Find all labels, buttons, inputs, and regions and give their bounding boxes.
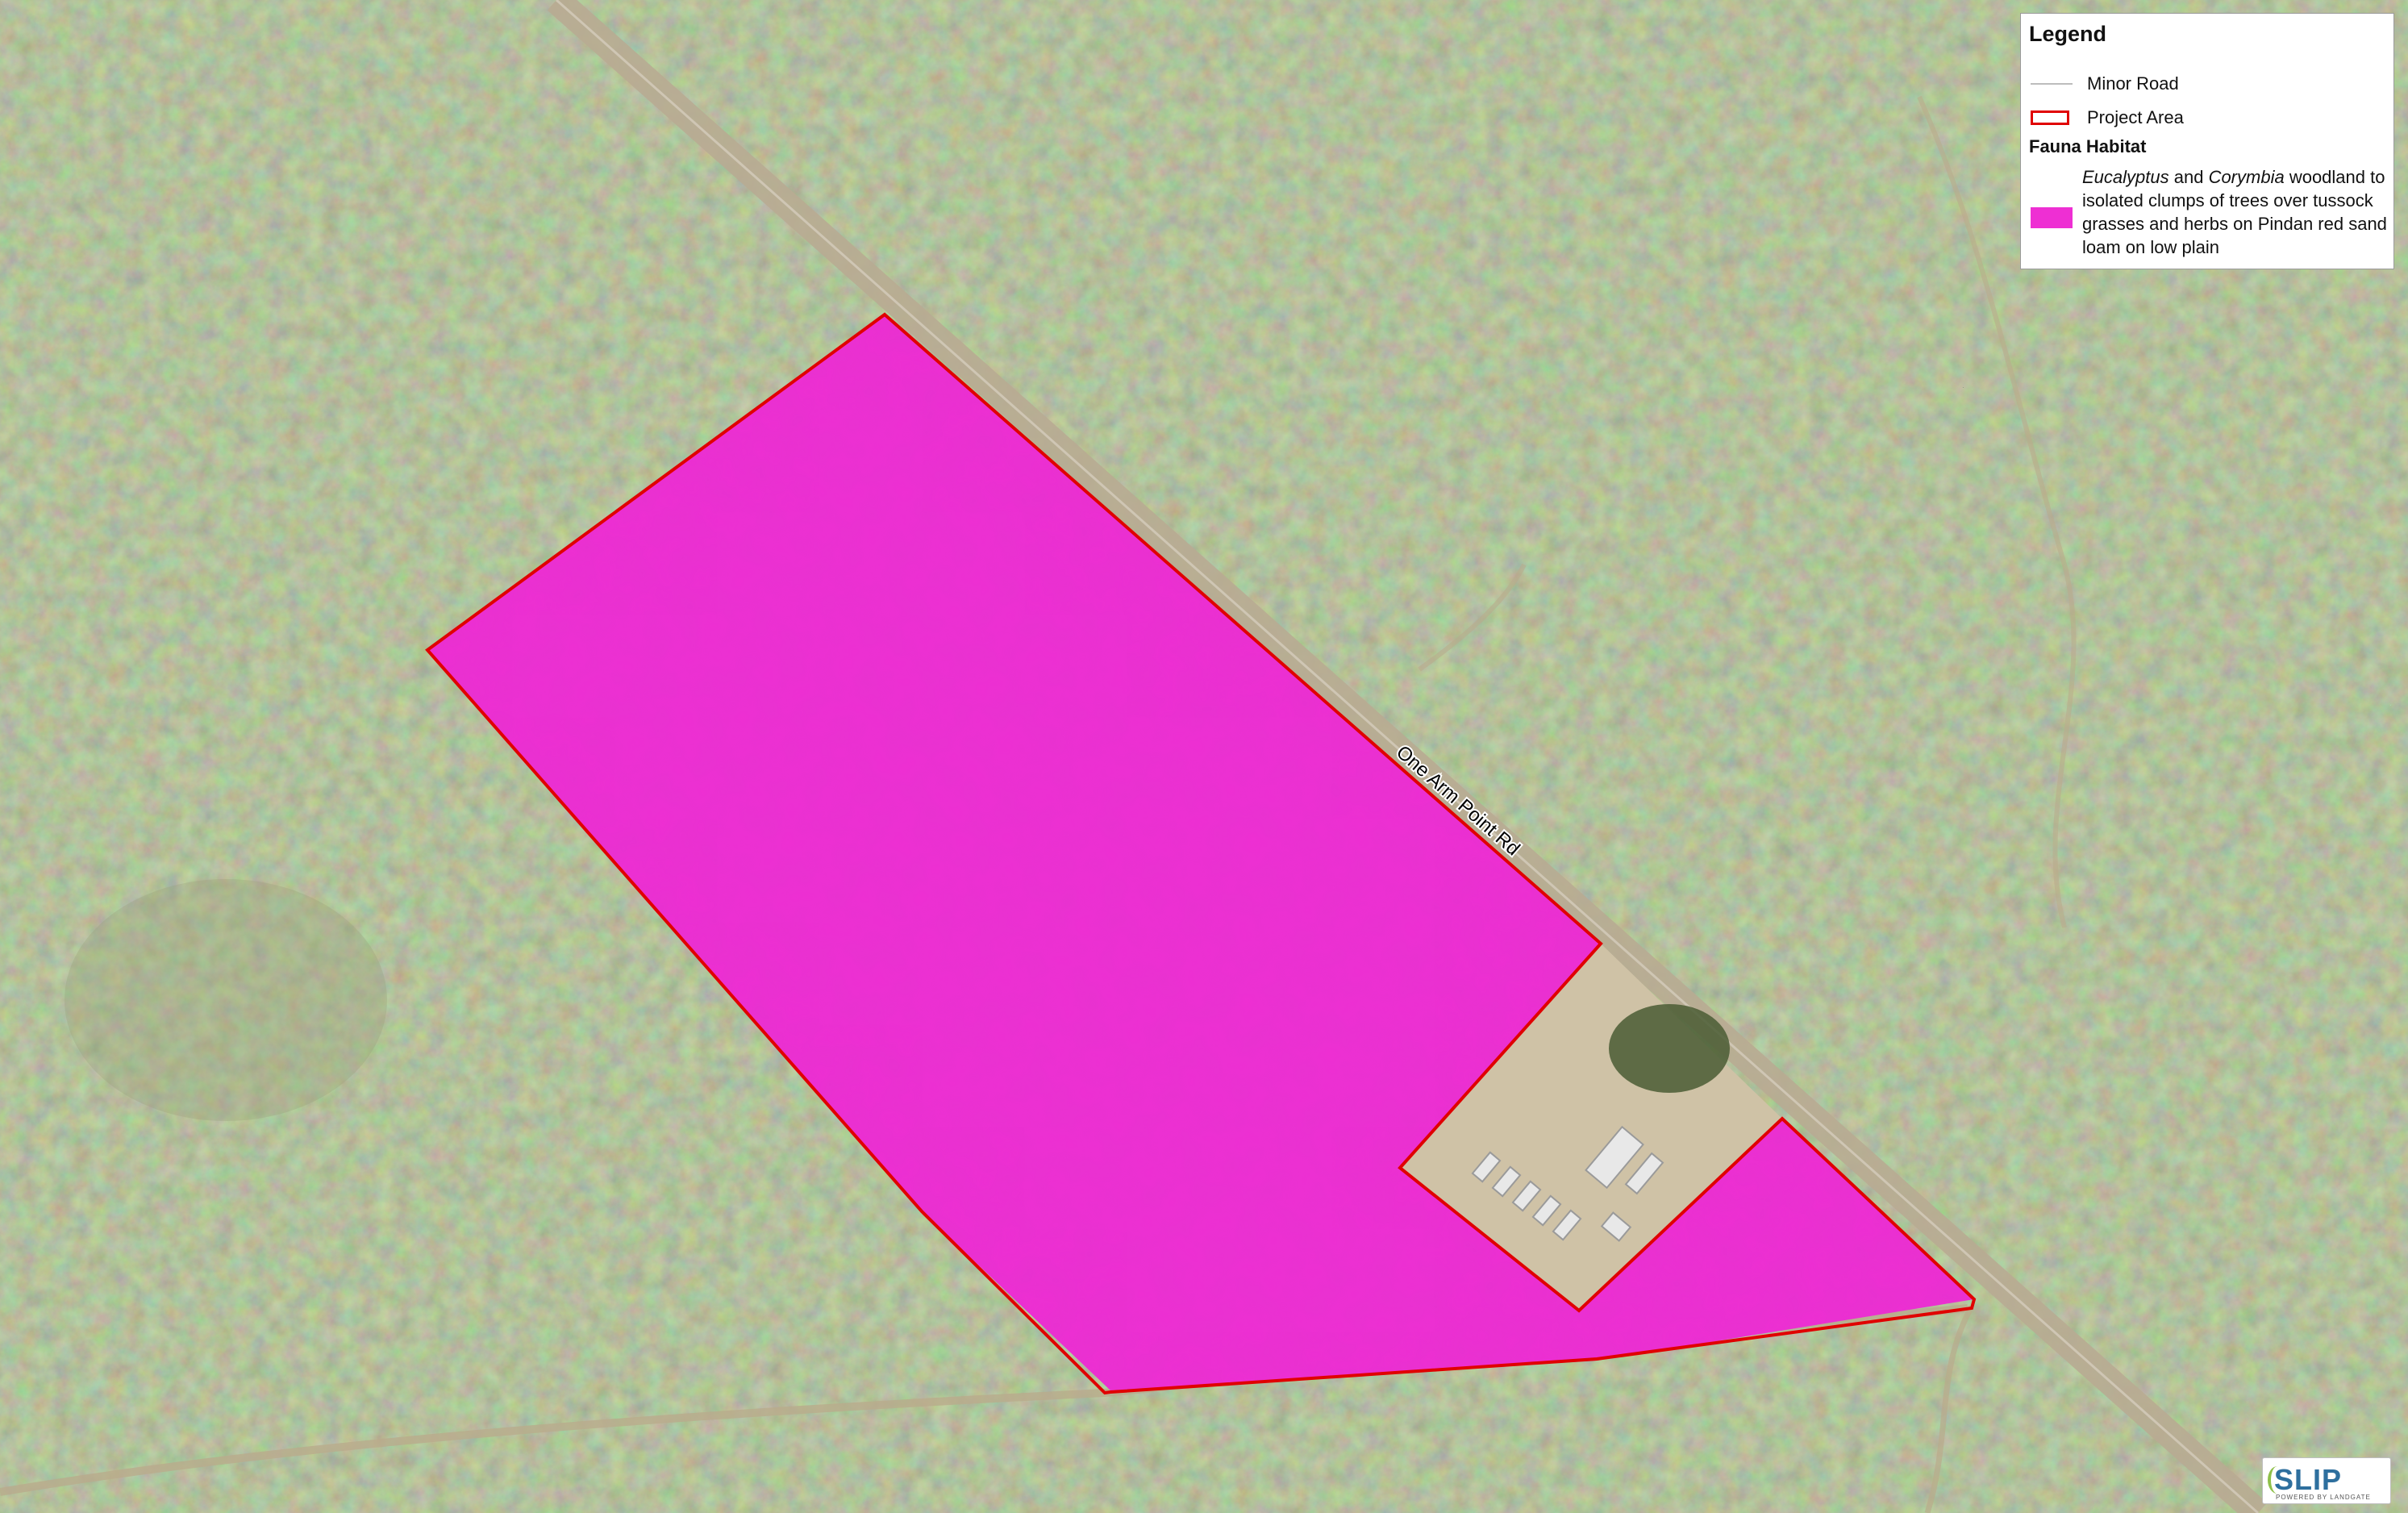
habitat-genus-2: Corymbia [2208,167,2285,187]
facility-buildings [1471,1125,1664,1242]
legend-item-minor-road: Minor Road [2031,73,2179,94]
legend-title: Legend [2029,22,2107,46]
project-area-boundary[interactable] [425,312,1977,1395]
legend-label-fauna-habitat: Eucalyptus and Corymbia woodland to isol… [2082,165,2387,259]
project-area-swatch [2031,110,2069,125]
dirt-track-east [1924,1305,1975,1513]
dirt-track-north-east [1917,95,2077,928]
facility-tree-clump [1609,1004,1730,1093]
dirt-track-spur [1418,563,1527,672]
minor-road-swatch [2031,83,2073,85]
legend-item-project-area: Project Area [2031,107,2184,128]
habitat-genus-1: Eucalyptus [2082,167,2169,187]
slip-logo-text: SLIP [2274,1463,2343,1496]
legend-label-minor-road: Minor Road [2087,73,2179,94]
map-legend: Legend Minor Road Project Area Fauna Hab… [2020,13,2394,269]
habitat-connector: and [2168,167,2209,187]
minor-road-centreline [556,0,2259,1513]
slip-logo: SLIP POWERED BY LANDGATE [2262,1457,2391,1504]
habitat-description: woodland to isolated clumps of trees ove… [2082,167,2387,257]
clearing-west [65,879,387,1121]
slip-logo-tagline: POWERED BY LANDGATE [2276,1494,2371,1501]
legend-section-fauna-habitat: Fauna Habitat [2029,136,2147,156]
slip-logo-arc-icon [2268,1466,2287,1494]
fauna-habitat-swatch [2031,207,2073,228]
legend-label-project-area: Project Area [2087,107,2184,127]
dirt-track-south [0,1304,1968,1496]
